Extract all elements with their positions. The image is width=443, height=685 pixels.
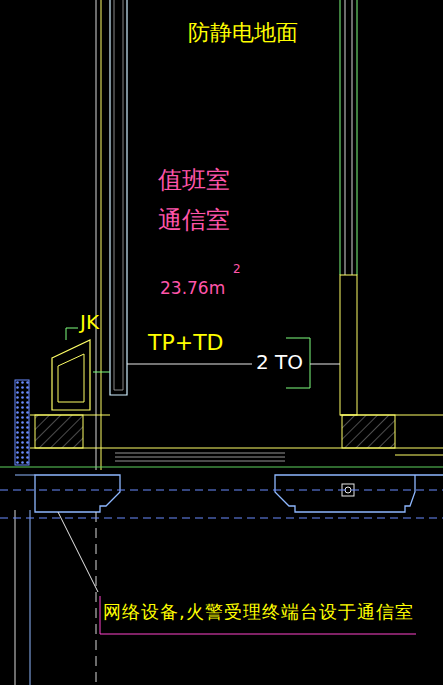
floor-finish-note: 防静电地面: [188, 20, 298, 46]
room-name: 值班室 通信室: [158, 160, 236, 240]
outlet-label: 2 TO: [256, 350, 303, 374]
cable-label: TP+TD: [148, 330, 224, 356]
design-note: 网络设备,火警受理终端台设于通信室: [103, 601, 414, 623]
room-area: 23.76m: [160, 278, 225, 298]
area-superscript: 2: [233, 262, 241, 276]
device-code: JK: [80, 310, 99, 334]
